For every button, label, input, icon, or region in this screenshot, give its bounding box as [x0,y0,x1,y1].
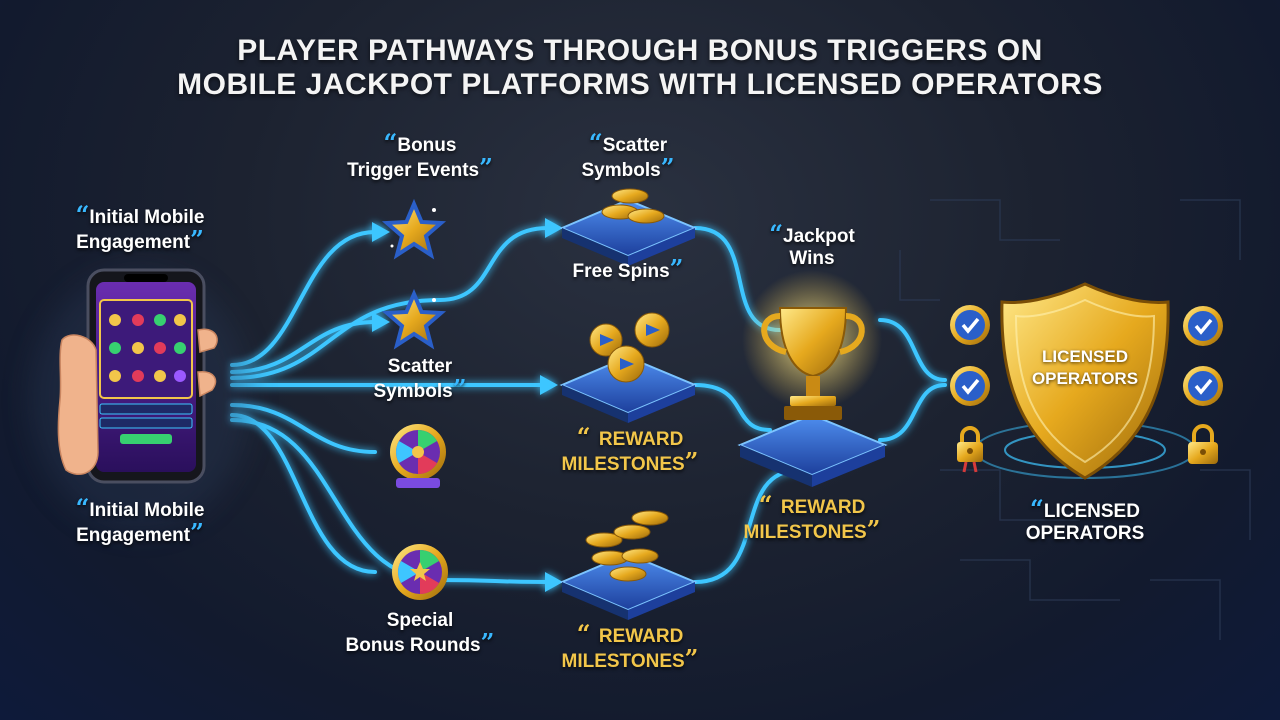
star-icon [381,198,447,260]
label-line: Trigger Events [347,160,480,181]
bonus-wheel-icon [392,544,448,600]
label-line: Free Spins [572,261,670,282]
label-line: Initial Mobile [89,500,205,521]
quote-mark: ” [190,518,204,547]
quote-mark: “ [576,619,599,648]
checkmark-badge-icon [1183,306,1223,346]
quote-mark: ” [684,644,699,673]
quote-mark: ” [684,447,699,476]
quote-mark: ” [452,374,467,403]
flow-arrowheads [372,218,563,592]
label-line: Symbols [373,381,453,402]
quote-mark: “ [769,219,783,248]
circuit-background [899,199,1251,640]
label-reward-milestones-2: “ REWARD MILESTONES” [722,493,902,544]
platform-reward-3 [559,552,698,620]
label-line: Bonus [397,135,457,156]
coin-stack-icon [601,188,665,224]
shield-label-line: OPERATORS [1031,369,1139,388]
shield-icon [974,282,1196,480]
label-reward-milestones-1: “ REWARD MILESTONES” [540,425,720,476]
label-free-spins: Free Spins” [548,257,708,283]
label-line: Jackpot [783,226,855,247]
checkmark-badge-icon [1183,366,1223,406]
title-line-2: MOBILE JACKPOT PLATFORMS WITH LICENSED O… [177,68,1103,101]
label-special-bonus-rounds: Special Bonus Rounds” [330,610,510,657]
quote-mark: “ [1030,494,1044,523]
label-line: Scatter [602,135,668,156]
bonus-wheel-icon [390,424,446,488]
title-line-1: PLAYER PATHWAYS THROUGH BONUS TRIGGERS O… [237,34,1043,67]
trophy-icon [737,270,888,487]
coin-stack-icon [585,510,669,582]
label-line: Engagement [76,232,191,253]
label-line: Engagement [76,525,191,546]
label-line: MILESTONES [743,522,867,543]
shield-label-line: LICENSED [1042,347,1128,366]
quote-mark: ” [190,225,204,254]
quote-mark: “ [576,422,599,451]
page-title: PLAYER PATHWAYS THROUGH BONUS TRIGGERS O… [140,34,1140,102]
shield-label: LICENSED OPERATORS [1010,346,1160,390]
label-line: REWARD [780,497,866,518]
label-line: Wins [789,248,835,269]
quote-mark: ” [479,153,493,182]
label-bonus-trigger-events: “Bonus Trigger Events” [330,131,510,182]
quote-mark: ” [866,515,881,544]
coin-stack-icon [589,312,670,383]
label-line: LICENSED [1043,501,1140,522]
label-line: REWARD [598,429,684,450]
label-line: MILESTONES [561,651,685,672]
quote-mark: “ [75,493,90,522]
label-line: MILESTONES [561,454,685,475]
smartphone-slot-icon [30,268,250,530]
label-line: Scatter [387,356,453,377]
quote-mark: “ [588,128,603,157]
checkmark-badge-icon [950,305,990,345]
label-scatter-symbols-mid: Scatter Symbols” [340,356,500,403]
quote-mark: ” [669,254,684,283]
label-scatter-symbols-top: “Scatter Symbols” [548,131,708,182]
star-icon [381,288,447,350]
label-line: OPERATORS [1025,523,1145,544]
label-jackpot-wins: “Jackpot Wins [742,222,882,270]
label-line: Initial Mobile [89,207,205,228]
quote-mark: ” [480,628,495,657]
platform-scatter [559,198,698,266]
label-licensed-operators: “LICENSED OPERATORS [1000,497,1170,545]
quote-mark: “ [75,200,90,229]
label-line: REWARD [598,626,684,647]
label-line: Symbols [581,160,661,181]
padlock-icon [1188,424,1218,464]
label-initial-engagement-top: “Initial Mobile Engagement” [40,203,240,254]
label-line: Special [386,610,454,631]
label-initial-engagement-bottom: “Initial Mobile Engagement” [40,496,240,547]
label-line: Bonus Rounds [345,635,481,656]
checkmark-badge-icon [950,366,990,406]
quote-mark: “ [383,128,398,157]
label-reward-milestones-3: “ REWARD MILESTONES” [540,622,720,673]
quote-mark: ” [660,153,675,182]
quote-mark: “ [758,490,781,519]
platform-reward-1 [559,355,698,423]
padlock-icon [957,426,983,473]
